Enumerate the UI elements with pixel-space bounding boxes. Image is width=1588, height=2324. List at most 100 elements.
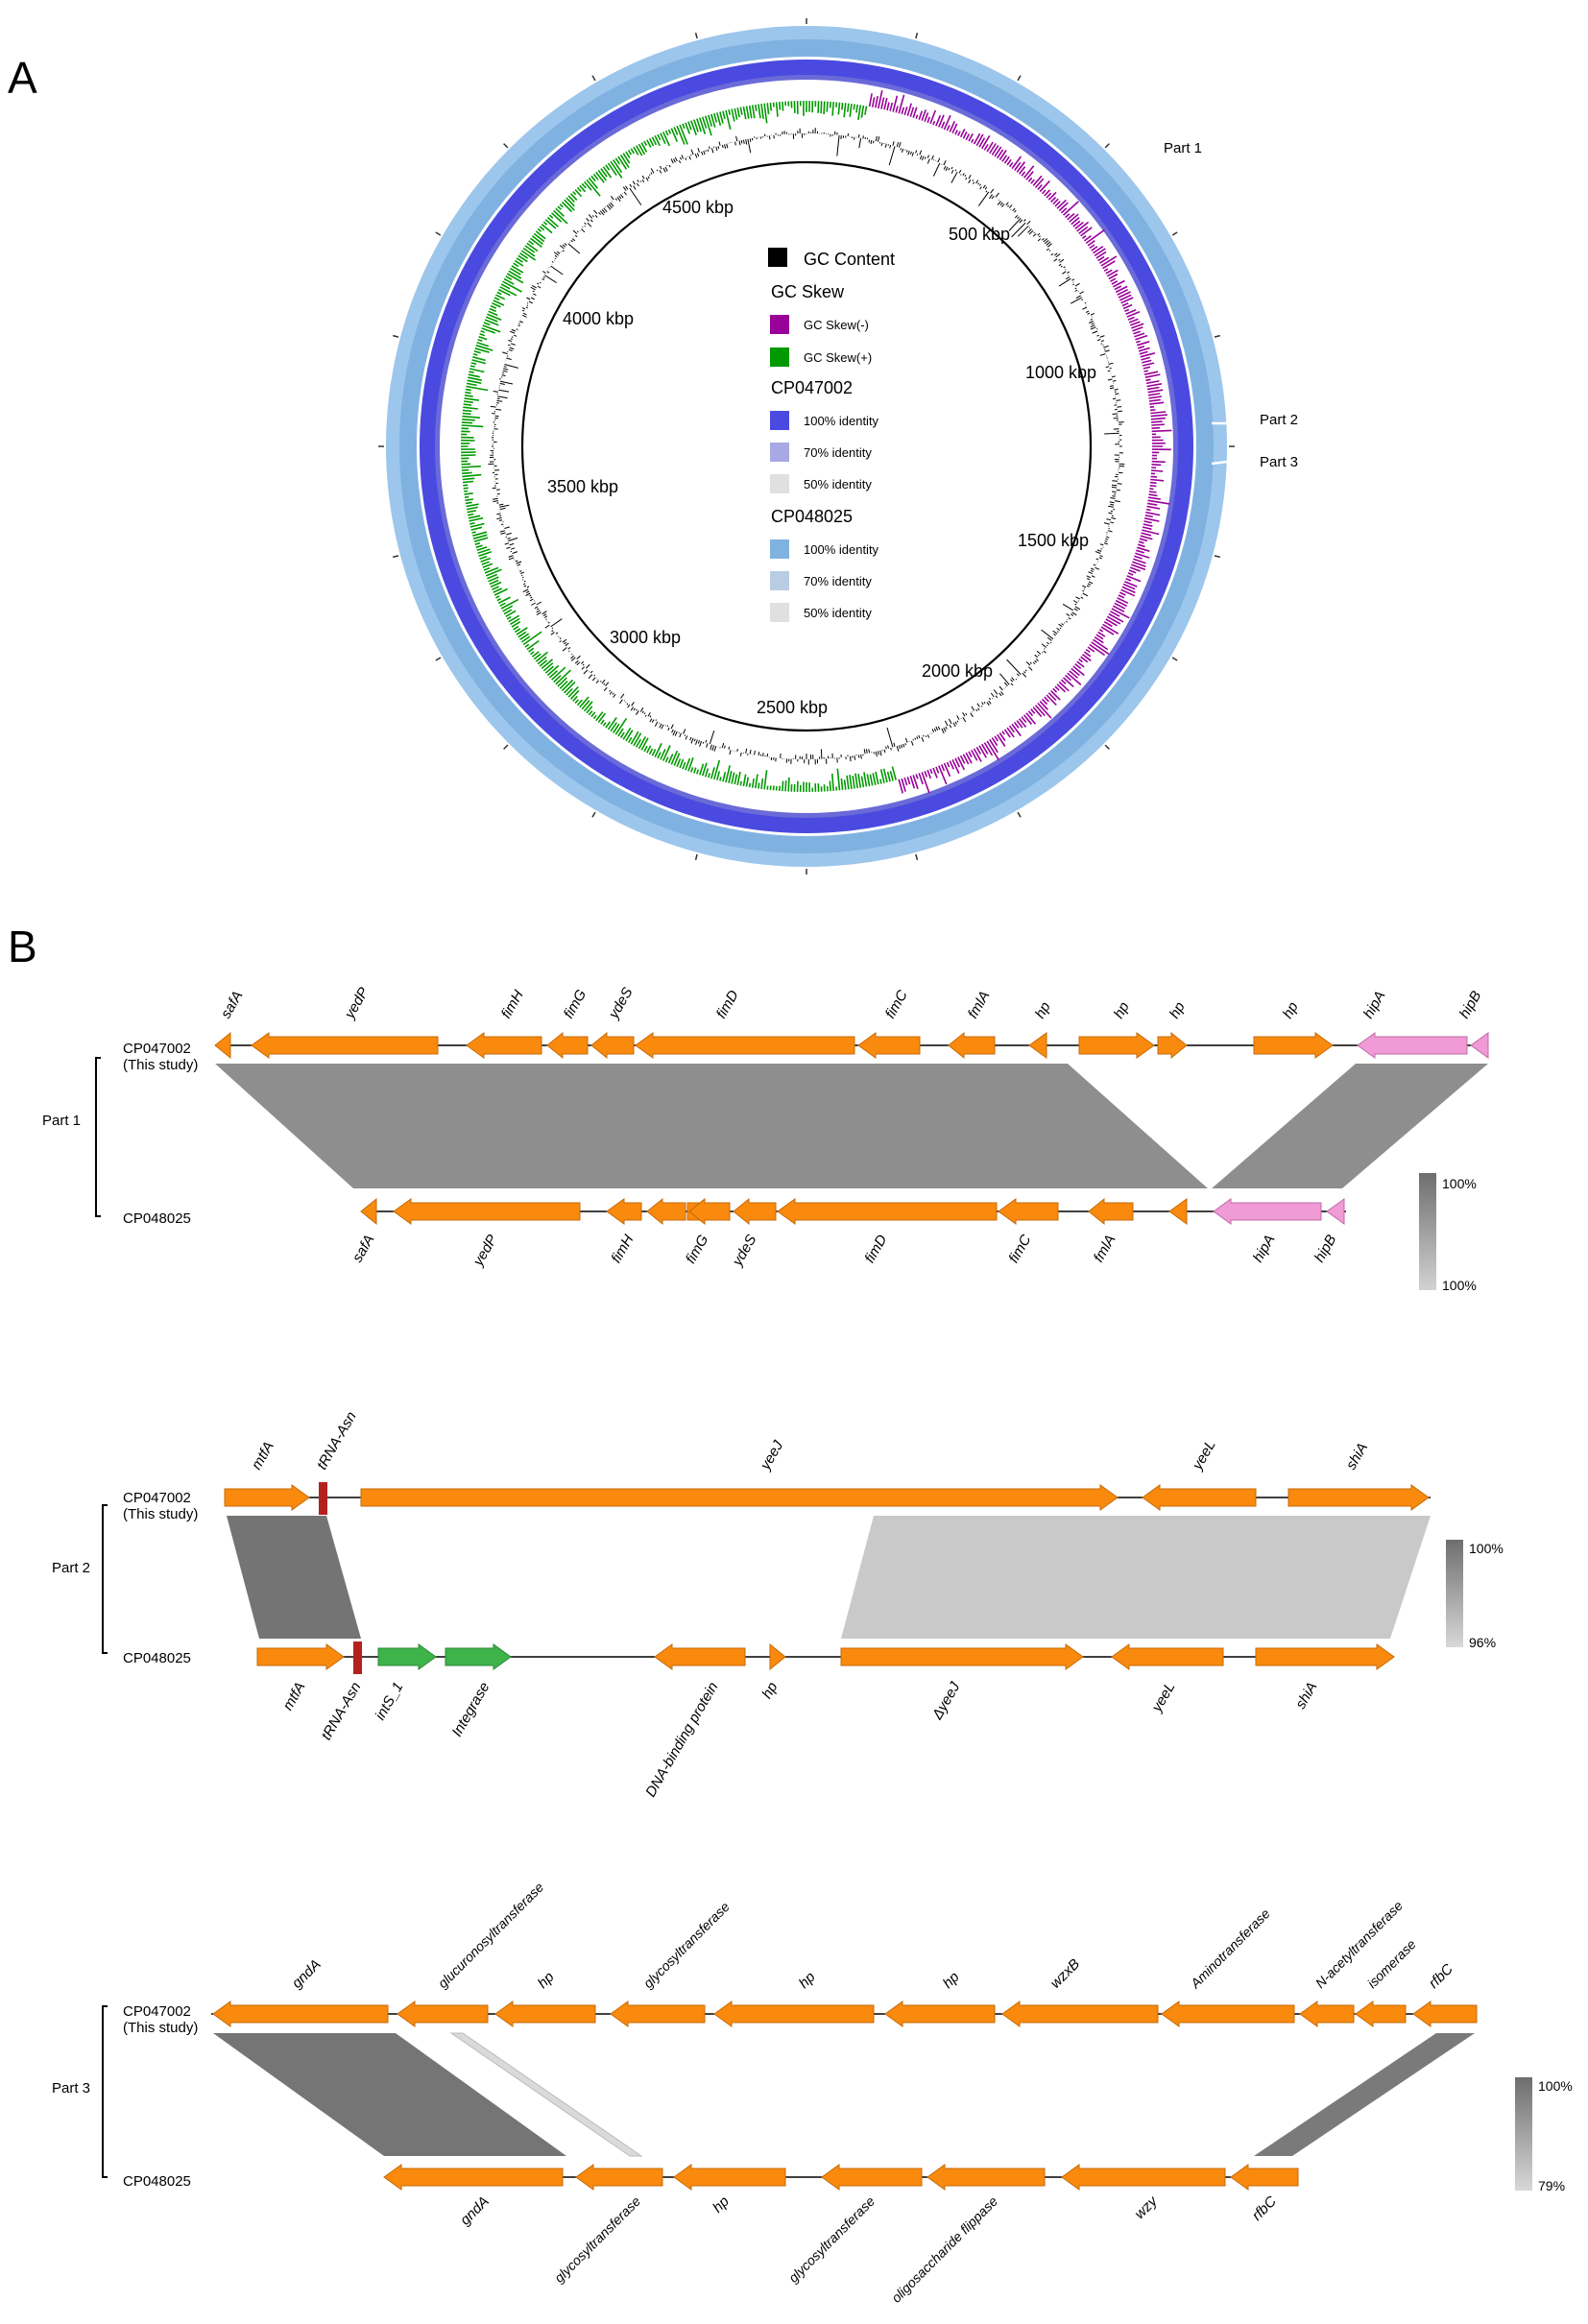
part3-top-name: CP047002 <box>123 2003 191 2020</box>
part1-top-name: CP047002 <box>123 1041 191 1057</box>
p2-bot-gene-shiA <box>1255 1643 1395 1670</box>
legend-swatch-skew-neg <box>770 315 789 334</box>
p1-bot-gene-safA <box>360 1197 377 1226</box>
panel-a-label: A <box>8 53 37 103</box>
p2-bot-label-shiA: shiA <box>1292 1680 1320 1713</box>
panel-b-label: B <box>8 922 37 971</box>
outer-tick <box>1017 75 1022 82</box>
p1-bot-gene-ydeS <box>733 1197 777 1226</box>
map-legend: GC Content GC Skew GC Skew(-) GC Skew(+)… <box>768 248 895 622</box>
p1-top-gene-fimG <box>546 1031 589 1060</box>
p3-top-label-rfbC: rfbC <box>1426 1961 1456 1992</box>
gc-skew-track <box>460 90 1172 794</box>
part1-scale-min: 100% <box>1442 1278 1477 1293</box>
p2-bot-label-mtfA: mtfA <box>279 1680 308 1713</box>
p3-bot-gene-glycosyltransferase-2 <box>821 2164 923 2191</box>
outer-tick <box>915 33 919 39</box>
part3-homology-glyco <box>449 2032 643 2157</box>
p1-top-gene-fimD <box>635 1032 855 1059</box>
p3-top-gene-glucuronosyltransferase <box>397 2001 489 2027</box>
tick-label-1500: 1500 kbp <box>1018 531 1089 550</box>
p3-bot-gene-gndA <box>383 2164 564 2191</box>
p1-top-label-safA: safA <box>218 989 247 1021</box>
p2-top-label-shiA: shiA <box>1343 1440 1371 1473</box>
part3-homology-rfbC <box>1254 2033 1475 2156</box>
tick-label-4000: 4000 kbp <box>563 309 634 328</box>
part2-homology-right <box>841 1516 1431 1639</box>
p3-top-label-Aminotransferase: Aminotransferase <box>1187 1905 1273 1992</box>
part1-scale-max: 100% <box>1442 1176 1477 1191</box>
p3-top-label-hp-3: hp <box>940 1969 963 1992</box>
outer-tick <box>503 744 509 750</box>
p3-top-gene-rfbC <box>1412 2001 1478 2027</box>
tick-label-2000: 2000 kbp <box>922 661 993 681</box>
part2-scale-max: 100% <box>1469 1541 1504 1556</box>
p1-bot-label-fimC: fimC <box>1005 1232 1034 1265</box>
p1-bot-gene-fimC <box>998 1198 1059 1225</box>
p1-bot-label-safA: safA <box>349 1233 378 1265</box>
p1-bot-label-fimH: fimH <box>608 1232 637 1265</box>
legend-cp047002-100: 100% identity <box>804 414 879 428</box>
p3-top-gene-Aminotransferase <box>1161 2001 1295 2027</box>
legend-swatch-cp047002-100 <box>770 411 789 430</box>
outer-tick <box>1171 657 1178 661</box>
part2-homology-left <box>227 1516 361 1639</box>
p2-bot-label-Integrase: Integrase <box>448 1680 493 1740</box>
outer-tick <box>1104 143 1110 149</box>
part1-comparison: Part 1 CP047002 (This study) CP048025 <box>42 985 1489 1293</box>
legend-cp048025-title: CP048025 <box>771 507 853 526</box>
p1-top-label-fimH: fimH <box>498 988 527 1021</box>
p1-bot-label-fimD: fimD <box>861 1232 890 1265</box>
p1-top-gene-safA <box>214 1031 231 1060</box>
p3-bot-gene-hp <box>673 2164 786 2191</box>
p2-top-label-yeeL: yeeL <box>1189 1437 1218 1473</box>
p3-top-label-glycosyltransferase: glycosyltransferase <box>640 1899 733 1991</box>
p1-top-gene-fimC <box>857 1032 921 1059</box>
legend-swatch-cp047002-50 <box>770 474 789 493</box>
gc-content-track <box>488 128 1125 765</box>
p1-bot-label-fmlA: fmlA <box>1091 1233 1119 1265</box>
p1-bot-gene-small <box>1168 1198 1188 1225</box>
p2-bot-gene-Integrase <box>445 1643 512 1670</box>
p1-top-gene-yedP <box>251 1032 439 1059</box>
part2-label: Part 2 <box>52 1560 90 1576</box>
marker-part1-label: Part 1 <box>1164 140 1202 156</box>
p1-top-label-hp-1: hp <box>1032 999 1054 1021</box>
legend-cp048025-70: 70% identity <box>804 574 872 588</box>
p3-bot-label-rfbC: rfbC <box>1249 2193 1280 2224</box>
ring-inner-fill <box>440 80 1173 813</box>
p1-top-gene-fimH <box>466 1032 542 1059</box>
p3-top-gene-hp-3 <box>884 2001 996 2027</box>
p1-top-gene-ydeS <box>590 1031 635 1060</box>
outer-tick <box>694 853 698 860</box>
p3-top-gene-glycosyltransferase <box>610 2001 706 2027</box>
p1-top-gene-fmlA <box>948 1031 996 1060</box>
outer-tick <box>1214 555 1220 559</box>
p1-top-label-fmlA: fmlA <box>965 989 994 1021</box>
kbp-tick-labels: 4500 kbp 500 kbp 4000 kbp 1000 kbp 3500 … <box>547 198 1096 717</box>
p3-top-gene-hp-2 <box>713 2001 875 2027</box>
p2-top-label-tRNA-Asn: tRNA-Asn <box>314 1409 360 1473</box>
p2-top-label-yeeJ: yeeJ <box>757 1438 786 1473</box>
legend-cp047002-70: 70% identity <box>804 445 872 460</box>
marker-part2-label: Part 2 <box>1260 412 1298 428</box>
gc-content-line <box>488 128 1125 765</box>
marker-part3-line <box>1211 456 1257 466</box>
p1-bot-label-fimG: fimG <box>683 1232 712 1266</box>
part1-identity-scale <box>1419 1173 1436 1290</box>
p3-top-label-hp-2: hp <box>796 1969 819 1992</box>
outer-tick <box>435 231 442 236</box>
tick-label-1000: 1000 kbp <box>1025 363 1096 382</box>
marker-part1-line <box>1140 149 1159 164</box>
p3-bot-gene-wzy <box>1061 2164 1226 2191</box>
p2-bot-label-intS_1: intS_1 <box>372 1680 406 1723</box>
part3-identity-scale <box>1515 2077 1532 2191</box>
part3-bottom-name: CP048025 <box>123 2173 191 2190</box>
p1-bot-label-hipA: hipA <box>1250 1233 1279 1266</box>
tick-label-3500: 3500 kbp <box>547 477 618 496</box>
p3-top-label-isomerase: isomerase <box>1364 1936 1419 1991</box>
p3-bot-label-wzy: wzy <box>1132 2192 1162 2222</box>
p1-top-gene-hipA <box>1357 1032 1468 1059</box>
tick-label-3000: 3000 kbp <box>610 628 681 647</box>
